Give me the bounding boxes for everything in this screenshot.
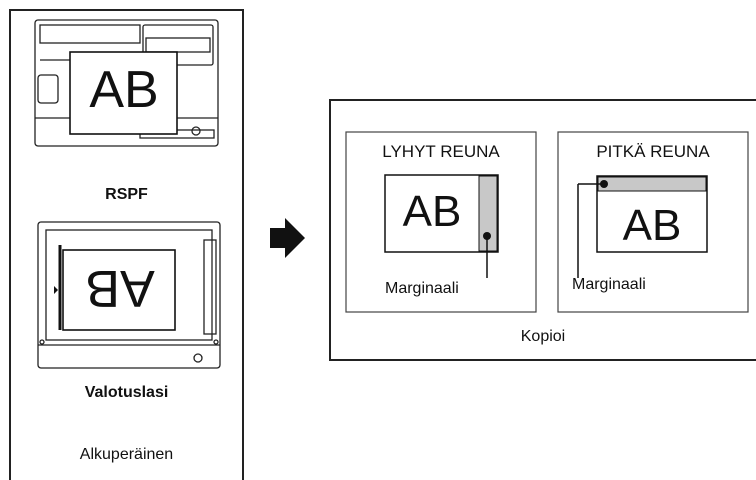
- long-edge-leader-dot: [600, 180, 608, 188]
- rspf-document-text: AB: [89, 61, 159, 119]
- original-panel: [9, 9, 244, 480]
- long-edge-copy-text: AB: [622, 201, 682, 250]
- glass-pointer-icon: [54, 286, 58, 294]
- rspf-label: RSPF: [105, 186, 148, 203]
- rspf-document: [69, 51, 178, 135]
- short-edge-title: LYHYT REUNA: [382, 142, 500, 161]
- glass-document-text: AB: [85, 259, 155, 317]
- long-edge-panel: [557, 131, 749, 313]
- short-edge-panel: [345, 131, 537, 313]
- long-edge-margin-label: Marginaali: [572, 276, 646, 293]
- copy-panel: [329, 99, 756, 361]
- long-edge-margin-bar: [597, 176, 707, 192]
- original-caption: Alkuperäinen: [79, 446, 174, 463]
- glass-label: Valotuslasi: [84, 384, 169, 401]
- short-edge-copy-text: AB: [402, 187, 462, 236]
- short-edge-margin-bar: [478, 175, 498, 252]
- right-arrow-icon: [270, 218, 305, 258]
- glass-document: [62, 249, 176, 331]
- long-edge-title: PITKÄ REUNA: [596, 142, 710, 161]
- short-edge-leader-dot: [483, 232, 491, 240]
- copy-caption: Kopioi: [520, 328, 566, 345]
- short-edge-margin-label: Marginaali: [385, 280, 459, 297]
